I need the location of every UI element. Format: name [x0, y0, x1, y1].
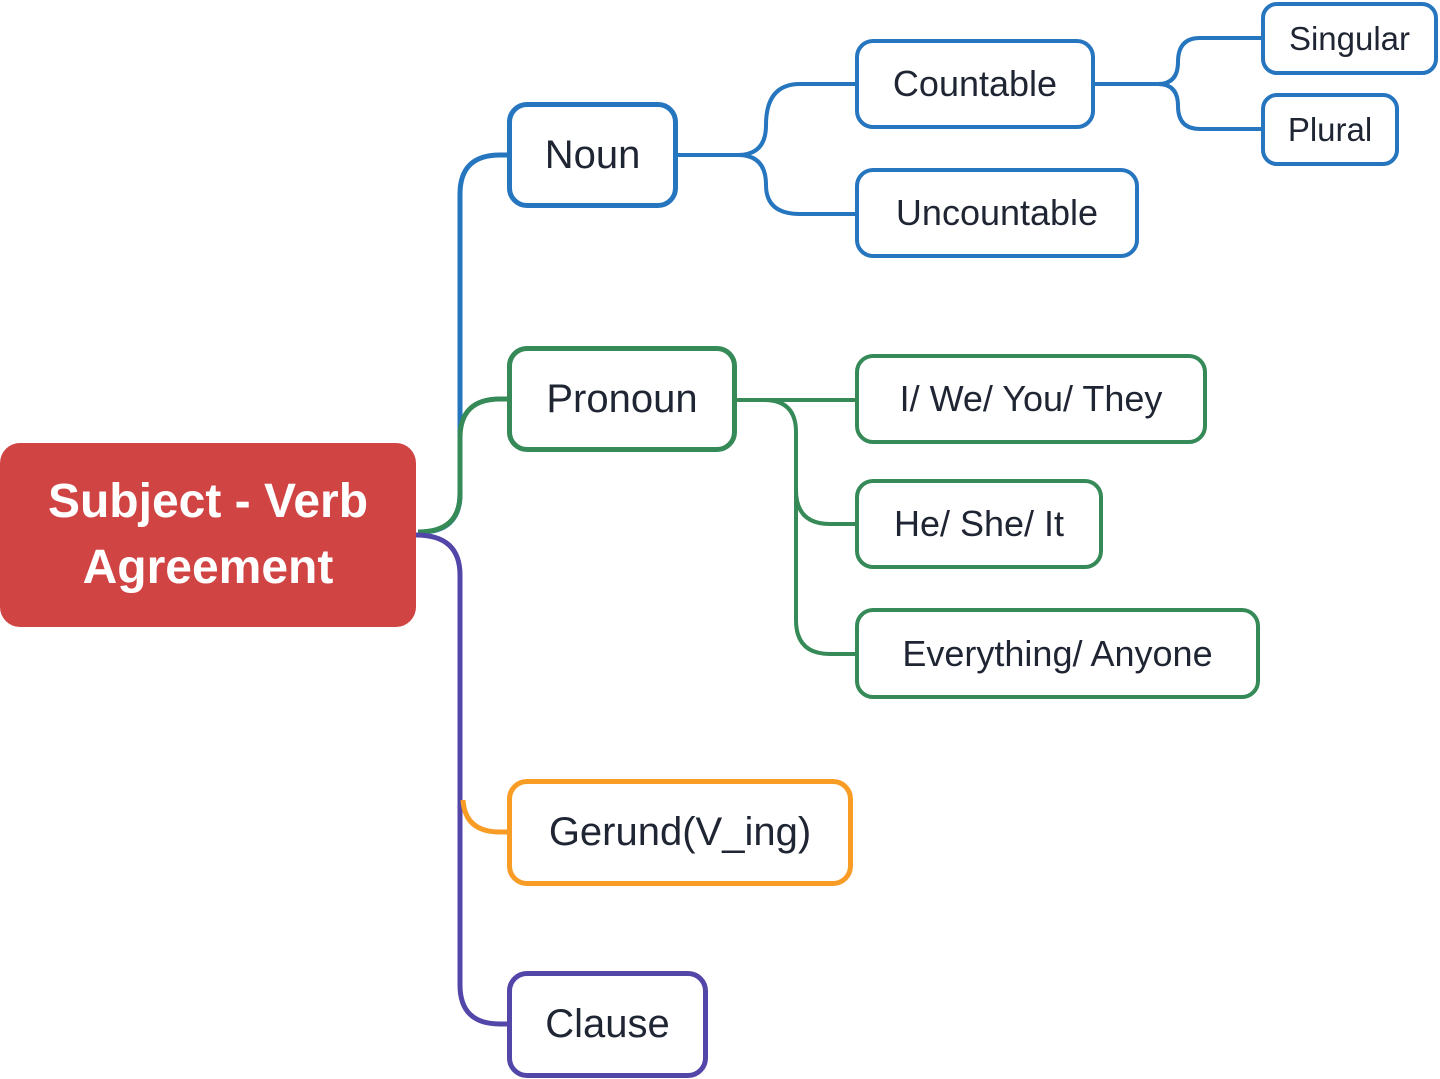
node-uncountable[interactable]: Uncountable	[855, 168, 1139, 258]
connector-root-clause	[415, 532, 512, 1027]
node-pronoun[interactable]: Pronoun	[507, 346, 737, 452]
node-clause[interactable]: Clause	[507, 971, 708, 1078]
node-noun[interactable]: Noun	[507, 102, 678, 208]
node-everything-anyone[interactable]: Everything/ Anyone	[855, 608, 1260, 699]
node-countable-label: Countable	[892, 63, 1058, 104]
connector-pronoun-he-she-it	[763, 398, 860, 526]
node-i-we-you-they-label: I/ We/ You/ They	[899, 378, 1163, 419]
node-singular-label: Singular	[1288, 19, 1411, 57]
connector-noun-uncountable	[737, 153, 860, 216]
node-plural-label: Plural	[1287, 110, 1373, 148]
connector-noun-countable	[676, 82, 860, 157]
node-pronoun-label: Pronoun	[546, 376, 698, 421]
node-countable[interactable]: Countable	[855, 39, 1095, 129]
node-gerund[interactable]: Gerund(V_ing)	[507, 779, 853, 886]
root-node[interactable]: Subject - Verb Agreement	[0, 443, 416, 627]
connector-root-pronoun	[417, 396, 512, 535]
node-he-she-it[interactable]: He/ She/ It	[855, 479, 1103, 569]
node-everything-anyone-label: Everything/ Anyone	[902, 632, 1213, 674]
node-singular[interactable]: Singular	[1261, 2, 1438, 75]
node-i-we-you-they[interactable]: I/ We/ You/ They	[855, 354, 1207, 444]
connector-root-noun	[419, 152, 512, 535]
node-uncountable-label: Uncountable	[895, 192, 1099, 233]
connector-pronoun-everything-anyone	[794, 490, 860, 656]
node-plural[interactable]: Plural	[1261, 93, 1399, 166]
root-label: Subject - Verb Agreement	[47, 475, 369, 594]
node-clause-label: Clause	[545, 1002, 670, 1046]
connector-countable-plural	[1157, 82, 1266, 131]
connector-root-gerund	[460, 799, 512, 835]
node-gerund-label: Gerund(V_ing)	[548, 810, 812, 854]
node-he-she-it-label: He/ She/ It	[893, 503, 1065, 544]
connector-countable-singular	[1092, 36, 1266, 86]
node-noun-label: Noun	[544, 132, 641, 177]
